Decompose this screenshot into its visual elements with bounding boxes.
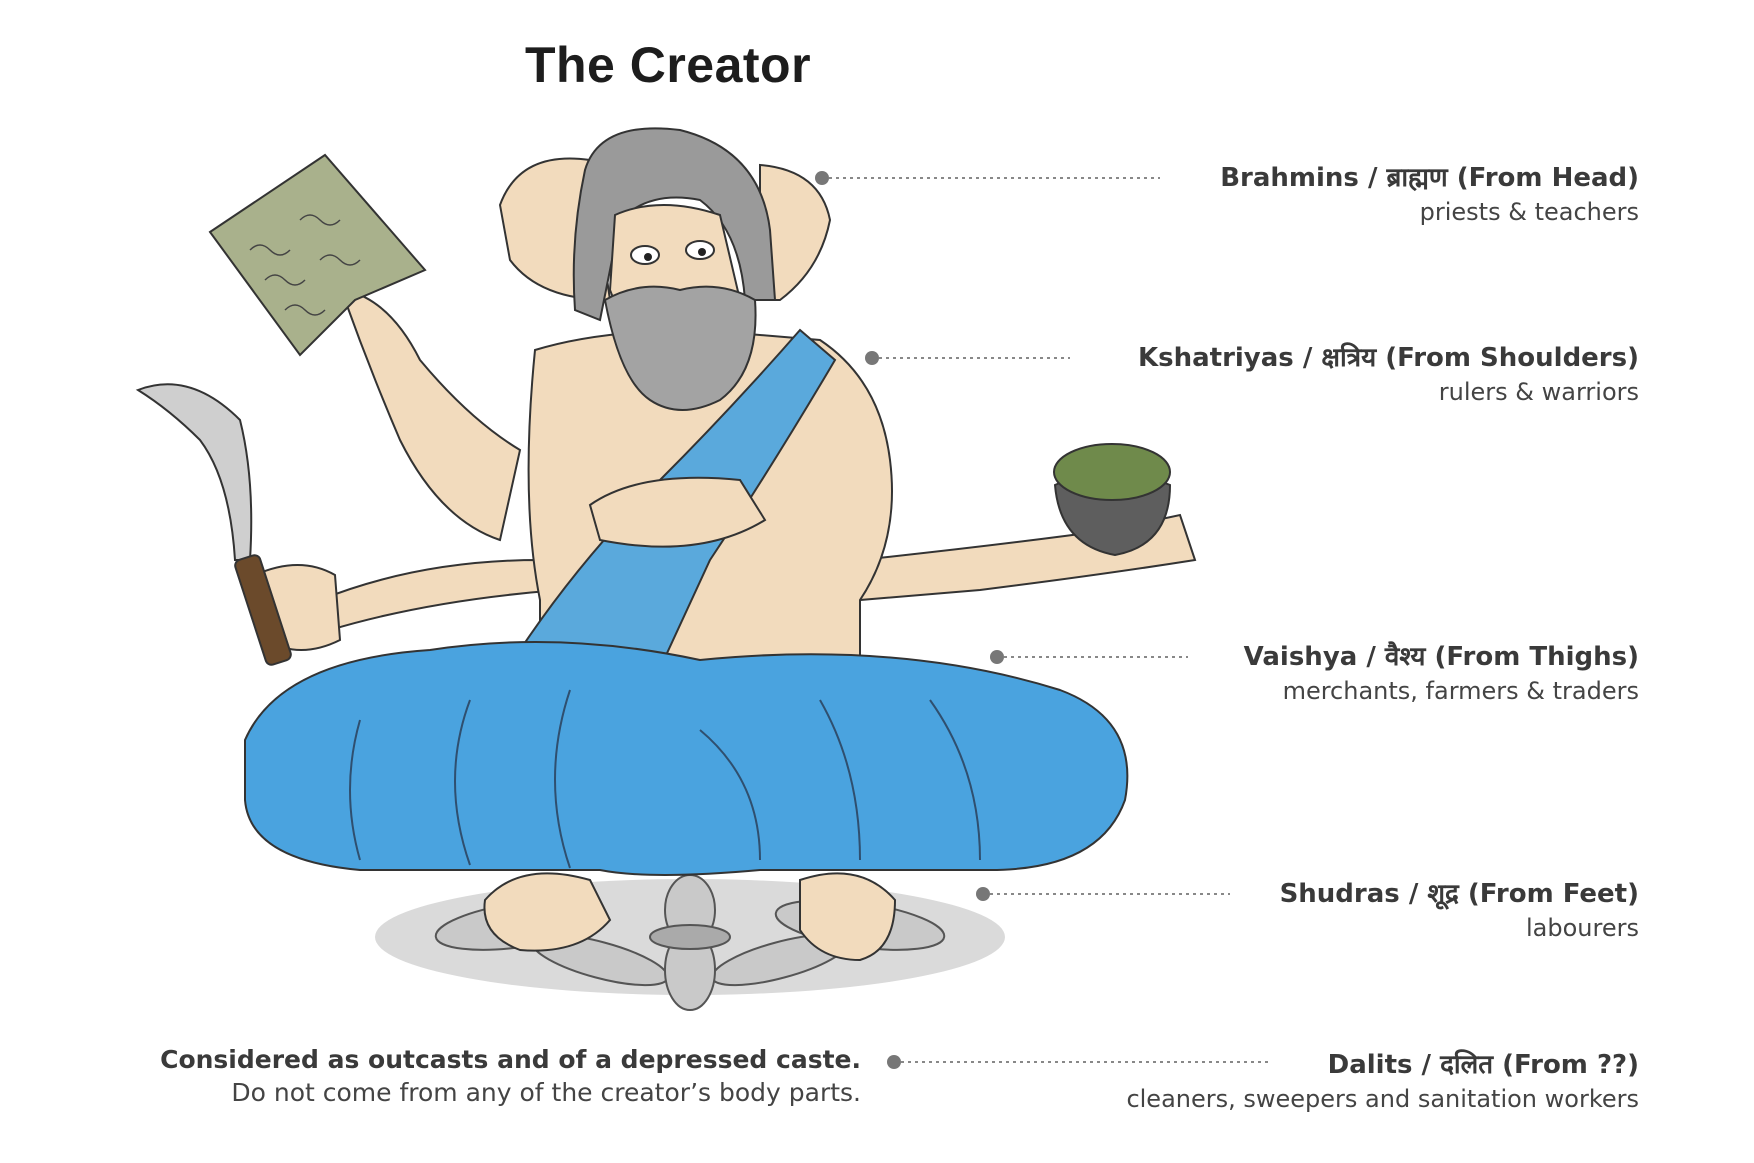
robe-folds — [349, 689, 981, 869]
caste-role: priests & teachers — [1419, 198, 1639, 226]
caste-role: merchants, farmers & traders — [1282, 677, 1639, 705]
caste-name: Brahmins / ब्राह्मण (From Head) — [1220, 163, 1639, 193]
machete-blade-icon — [135, 383, 253, 561]
caste-label-brahmins: Brahmins / ब्राह्मण (From Head) priests … — [1220, 158, 1639, 226]
leader-lines — [822, 177, 1270, 1063]
caste-role: rulers & warriors — [1438, 378, 1639, 406]
left-foot — [483, 872, 612, 952]
caste-name: Kshatriyas / क्षत्रिय (From Shoulders) — [1137, 343, 1639, 373]
left-lower-arm — [318, 558, 562, 632]
bowl-food — [1053, 443, 1171, 501]
chest-hand — [588, 476, 767, 548]
leader-dots — [815, 171, 1004, 1069]
machete-handle — [234, 554, 292, 666]
caste-role: cleaners, sweepers and sanitation worker… — [1126, 1085, 1639, 1113]
caste-label-vaishya: Vaishya / वैश्य (From Thighs) merchants,… — [1244, 637, 1639, 705]
caste-label-kshatriyas: Kshatriyas / क्षत्रिय (From Shoulders) r… — [1138, 338, 1639, 406]
scroll-icon — [208, 153, 427, 357]
caste-name: Vaishya / वैश्य (From Thighs) — [1243, 642, 1639, 672]
hair — [572, 127, 777, 322]
robe-legs — [244, 641, 1129, 876]
caste-name: Dalits / दलित (From ??) — [1327, 1050, 1639, 1080]
beard — [603, 285, 757, 411]
caste-label-dalits: Dalits / दलित (From ??) cleaners, sweepe… — [1126, 1045, 1639, 1113]
outcast-note: Considered as outcasts and of a depresse… — [160, 1045, 861, 1107]
raised-arm — [344, 288, 522, 542]
right-foot — [799, 872, 897, 962]
caste-role: labourers — [1526, 914, 1639, 942]
outcast-note-heading: Considered as outcasts and of a depresse… — [160, 1045, 861, 1074]
diagram-title: The Creator — [524, 37, 812, 93]
scroll-writing — [249, 214, 361, 316]
side-head-right — [759, 163, 832, 301]
caste-name: Shudras / शूद्र (From Feet) — [1279, 879, 1639, 909]
caste-label-shudras: Shudras / शूद्र (From Feet) labourers — [1280, 874, 1639, 942]
outcast-note-detail: Do not come from any of the creator’s bo… — [231, 1078, 861, 1107]
